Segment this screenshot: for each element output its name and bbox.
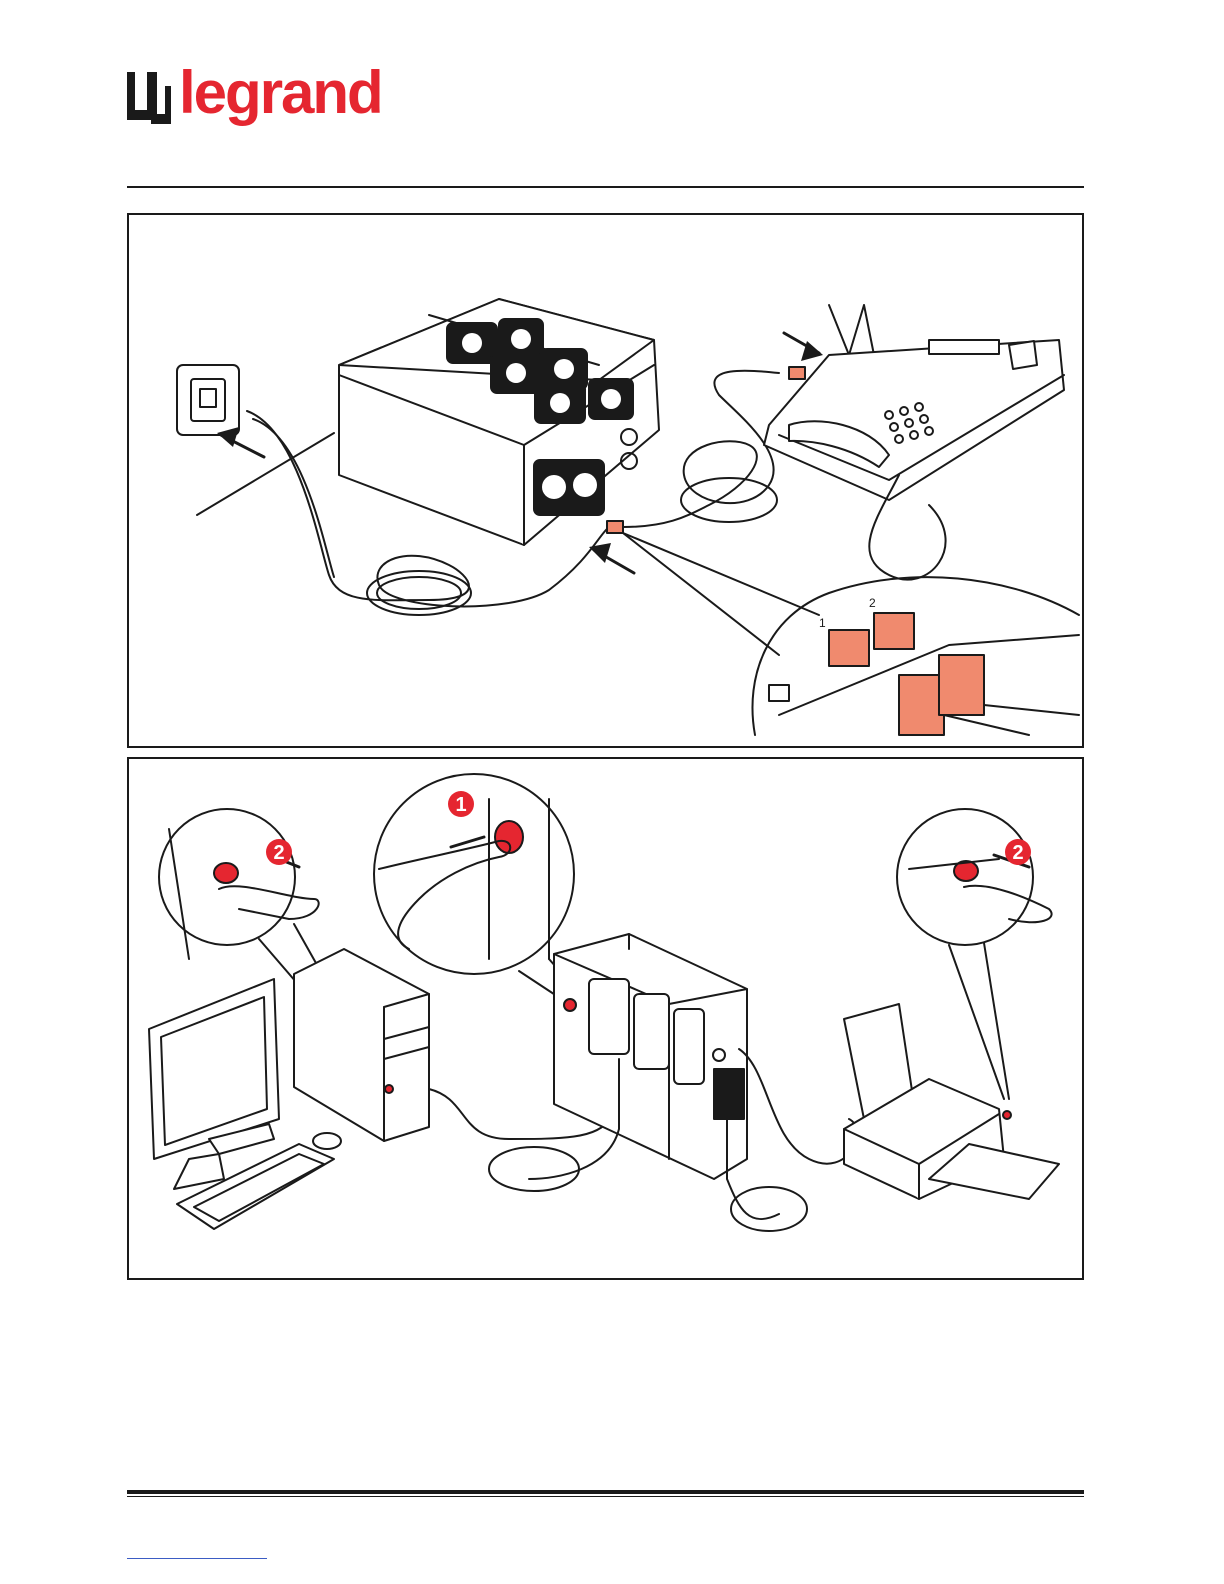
rj-port-zoom-icon xyxy=(752,577,1079,735)
wall-phone-socket-icon xyxy=(177,365,239,435)
step-badge-2-printer: 2 xyxy=(1005,839,1031,865)
brand-wordmark: legrand xyxy=(179,58,382,128)
ups-front-unit-icon xyxy=(554,934,747,1179)
step-badge-1: 1 xyxy=(448,791,474,817)
computer-monitor-icon xyxy=(149,979,279,1189)
ups-power-button-icon xyxy=(495,821,523,853)
svg-text:2: 2 xyxy=(1012,842,1023,864)
panel-power-on-sequence: 1 2 2 xyxy=(127,757,1084,1280)
legrand-logo: legrand xyxy=(127,62,387,132)
svg-text:1: 1 xyxy=(455,794,466,816)
printer-icon xyxy=(844,1004,1059,1199)
power-on-illustration: 1 2 2 xyxy=(129,759,1086,1282)
svg-text:2: 2 xyxy=(273,842,284,864)
footer-divider-thin xyxy=(127,1496,1084,1497)
phone-connection-illustration: 1 2 xyxy=(129,215,1086,750)
header-divider xyxy=(127,186,1084,188)
legrand-emblem-icon xyxy=(127,68,175,124)
footer-divider xyxy=(127,1490,1084,1494)
step-badge-2-computer: 2 xyxy=(266,839,292,865)
footer-link-underline xyxy=(127,1558,267,1559)
computer-power-button-icon xyxy=(214,863,238,883)
port-label-1: 1 xyxy=(819,616,826,630)
panel-phone-line-connection: 1 2 xyxy=(127,213,1084,748)
fax-machine-icon xyxy=(764,305,1064,500)
port-label-2: 2 xyxy=(869,596,876,610)
computer-tower-icon xyxy=(294,949,429,1141)
